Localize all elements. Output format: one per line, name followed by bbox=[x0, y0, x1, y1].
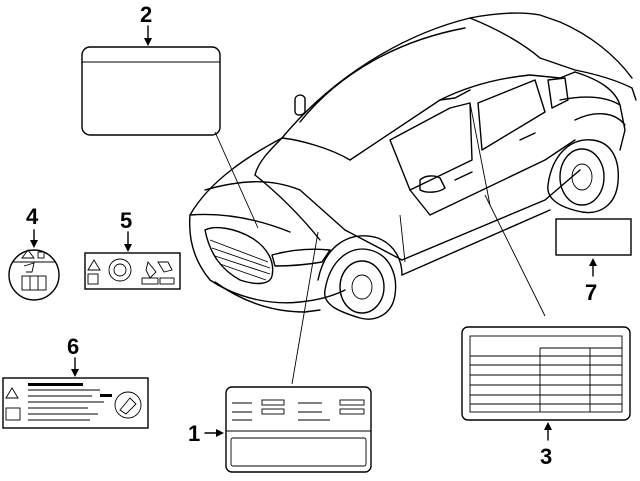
callout-5: 5 bbox=[120, 208, 132, 233]
callout-6: 6 bbox=[67, 334, 79, 359]
callout-2: 2 bbox=[140, 2, 152, 27]
label-4 bbox=[8, 249, 60, 301]
callout-3: 3 bbox=[540, 444, 552, 469]
label-1 bbox=[225, 386, 372, 473]
callout-1-arrow-icon bbox=[216, 429, 224, 437]
label-2-pointer-line bbox=[214, 131, 259, 229]
label-7 bbox=[555, 218, 632, 256]
callout-4: 4 bbox=[26, 204, 39, 229]
callout-5-arrow-icon bbox=[124, 244, 132, 252]
label-2 bbox=[81, 46, 221, 136]
label-5 bbox=[84, 252, 181, 290]
car-illustration bbox=[188, 12, 637, 320]
callout-4-arrow-icon bbox=[30, 240, 38, 248]
label-6 bbox=[2, 377, 149, 429]
label-3-pointer-line bbox=[484, 194, 546, 317]
label-3 bbox=[461, 326, 631, 421]
label-1-pointer-line bbox=[291, 231, 319, 385]
callout-2-arrow-icon bbox=[144, 38, 152, 46]
callout-6-arrow-icon bbox=[71, 369, 79, 377]
callout-7: 7 bbox=[585, 280, 597, 305]
callout-7-arrow-icon bbox=[589, 258, 597, 266]
callout-1: 1 bbox=[188, 421, 200, 446]
callout-3-arrow-icon bbox=[544, 422, 552, 430]
